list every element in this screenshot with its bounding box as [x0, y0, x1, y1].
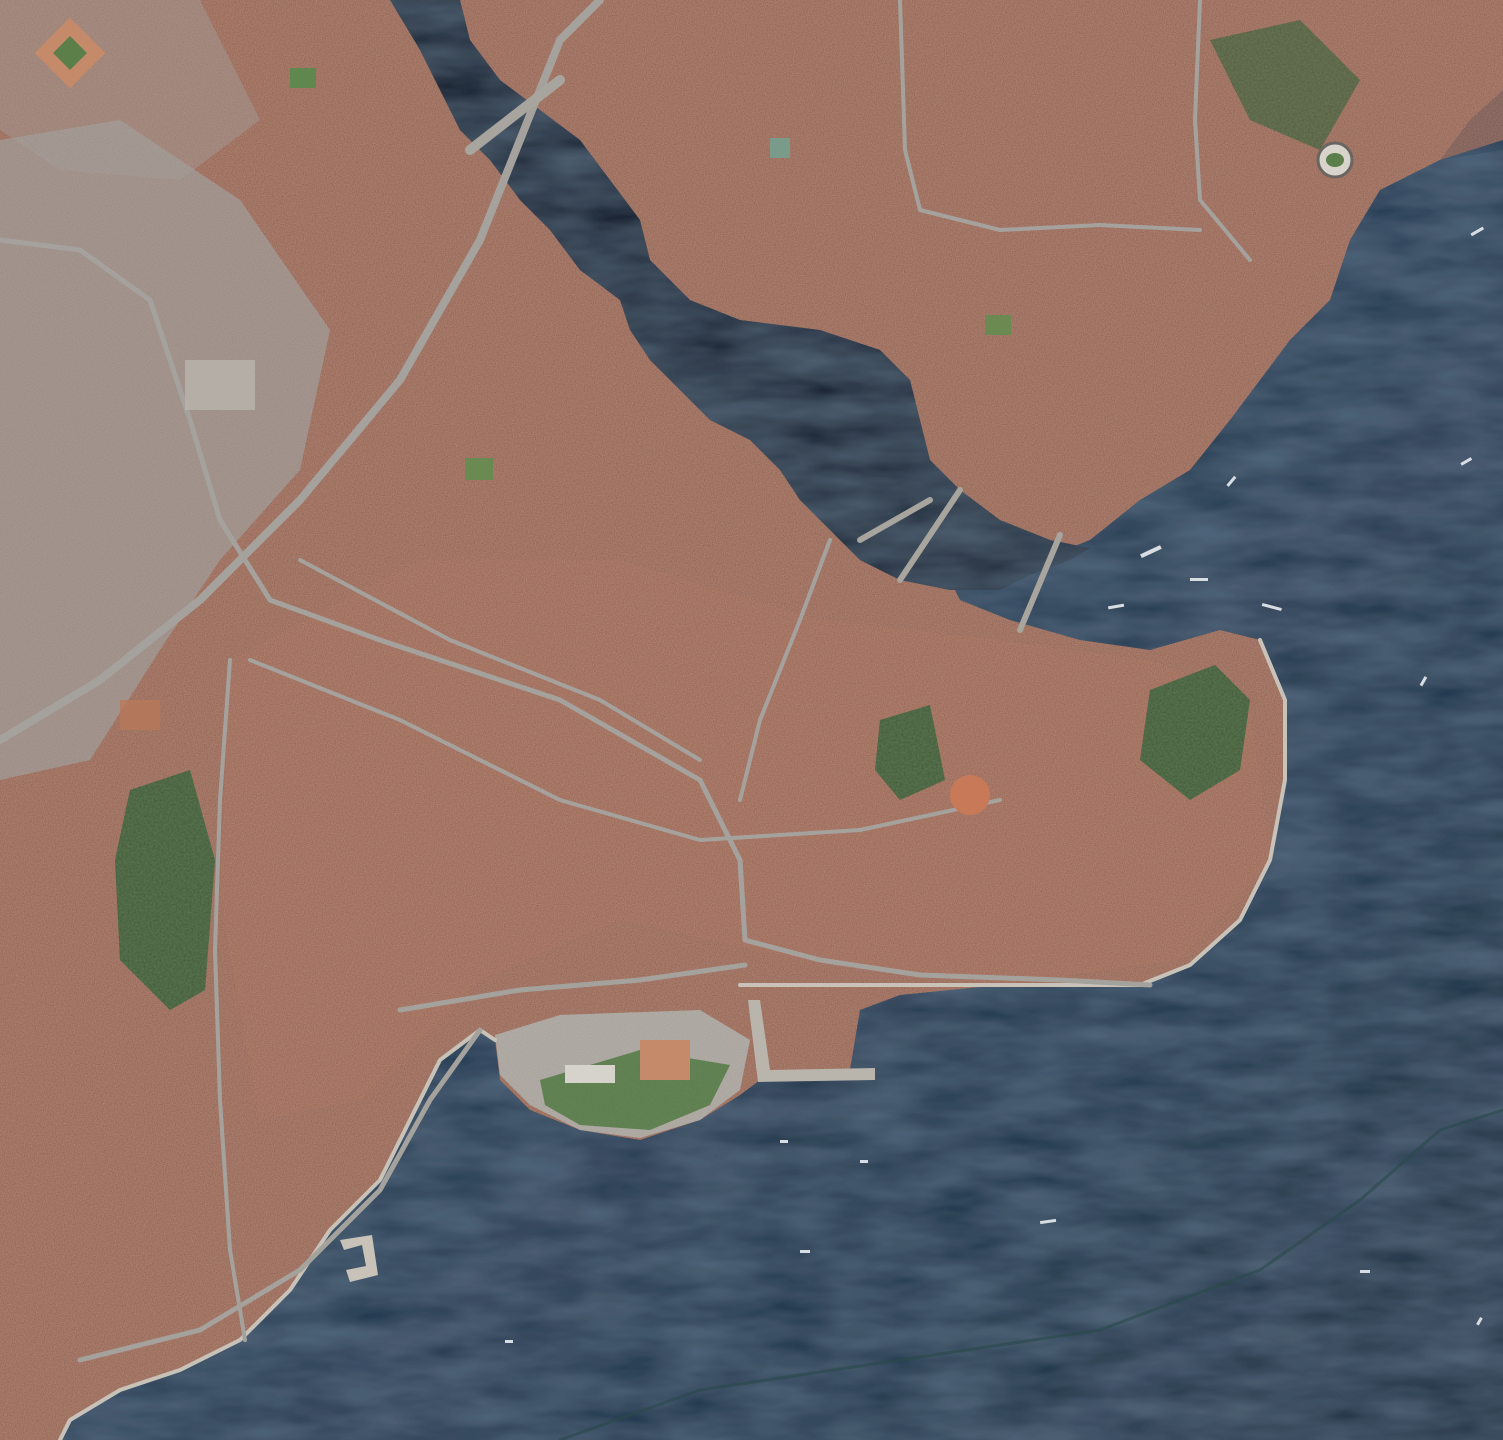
bosphorus [1440, 0, 1503, 160]
sports-field [770, 138, 790, 158]
plaza-circle [950, 775, 990, 815]
sports-field [985, 315, 1011, 335]
park-area [875, 705, 945, 800]
bridges [465, 75, 1063, 633]
stadium-field [1326, 153, 1344, 167]
park-area [1140, 665, 1250, 800]
sports-field [290, 68, 316, 88]
sports-field [465, 458, 493, 480]
ships [505, 226, 1485, 1343]
clearing [120, 700, 160, 730]
port-pier [748, 1000, 875, 1082]
coastline [738, 638, 1287, 987]
plaza [640, 1040, 690, 1080]
landmarks [34, 17, 1354, 815]
marina [340, 1235, 378, 1282]
road-network [0, 0, 1252, 1363]
park-area [115, 770, 215, 1010]
building [565, 1065, 615, 1083]
industrial-district [0, 120, 330, 780]
golden-horn [390, 0, 1090, 590]
clearing [185, 360, 255, 410]
water-current [558, 1108, 1503, 1440]
park-area [1210, 20, 1360, 150]
